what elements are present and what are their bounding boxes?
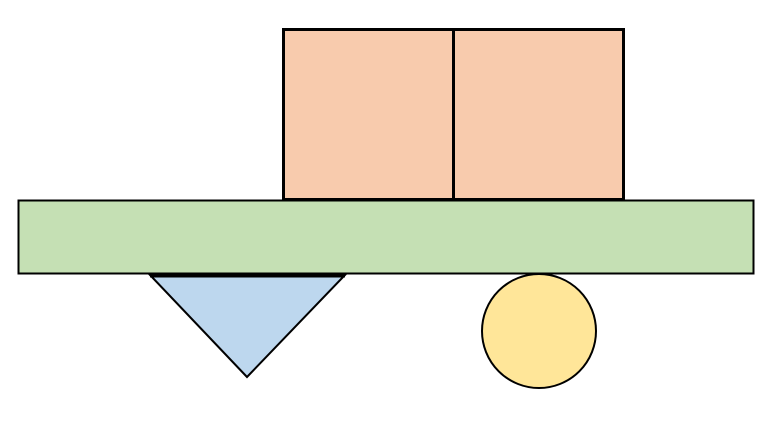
beam <box>17 199 755 275</box>
box-right <box>452 28 625 201</box>
circle-support <box>481 273 597 389</box>
box-left <box>282 28 455 201</box>
